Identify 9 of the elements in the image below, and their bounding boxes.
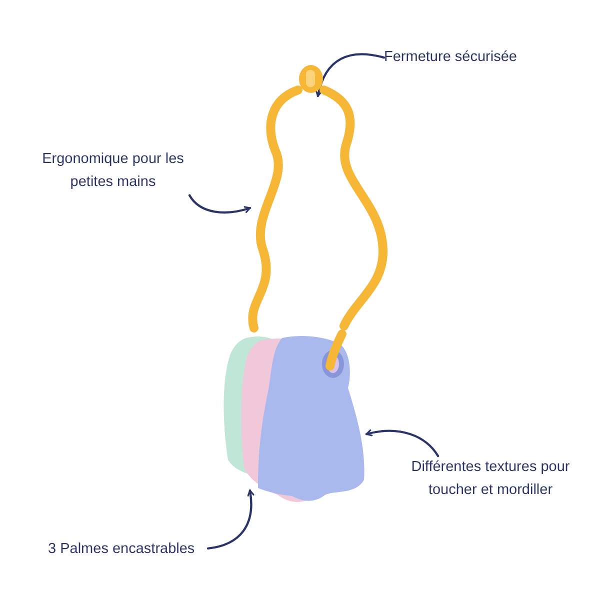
callout-text: Fermeture sécurisée <box>384 46 554 70</box>
callout-text: Différentes textures pour toucher et mordiller <box>388 456 593 502</box>
leader-arrow <box>316 53 386 98</box>
clasp-drawing <box>296 62 326 96</box>
callout-text: Ergonomique pour les petites mains <box>28 148 198 194</box>
callout-text: 3 Palmes encastrables <box>48 538 208 562</box>
leader-arrow <box>365 430 440 458</box>
leader-arrow <box>188 194 252 214</box>
leader-arrow <box>206 489 254 550</box>
